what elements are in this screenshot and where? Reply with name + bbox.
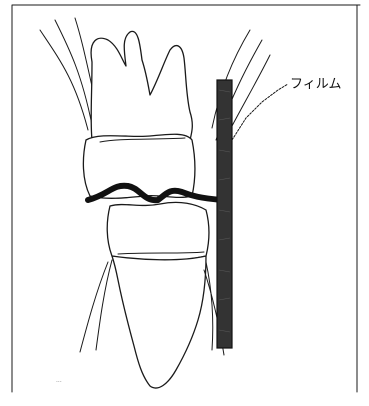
lower-tooth-crown (107, 202, 209, 260)
lower-tooth-root (112, 256, 206, 388)
lower-tooth (107, 202, 209, 388)
upper-tooth-root (91, 31, 192, 140)
corner-mark: ··· (56, 379, 62, 386)
film-label: フィルム (290, 77, 341, 92)
upper-tooth (83, 31, 195, 198)
film-callout-line (232, 84, 288, 140)
